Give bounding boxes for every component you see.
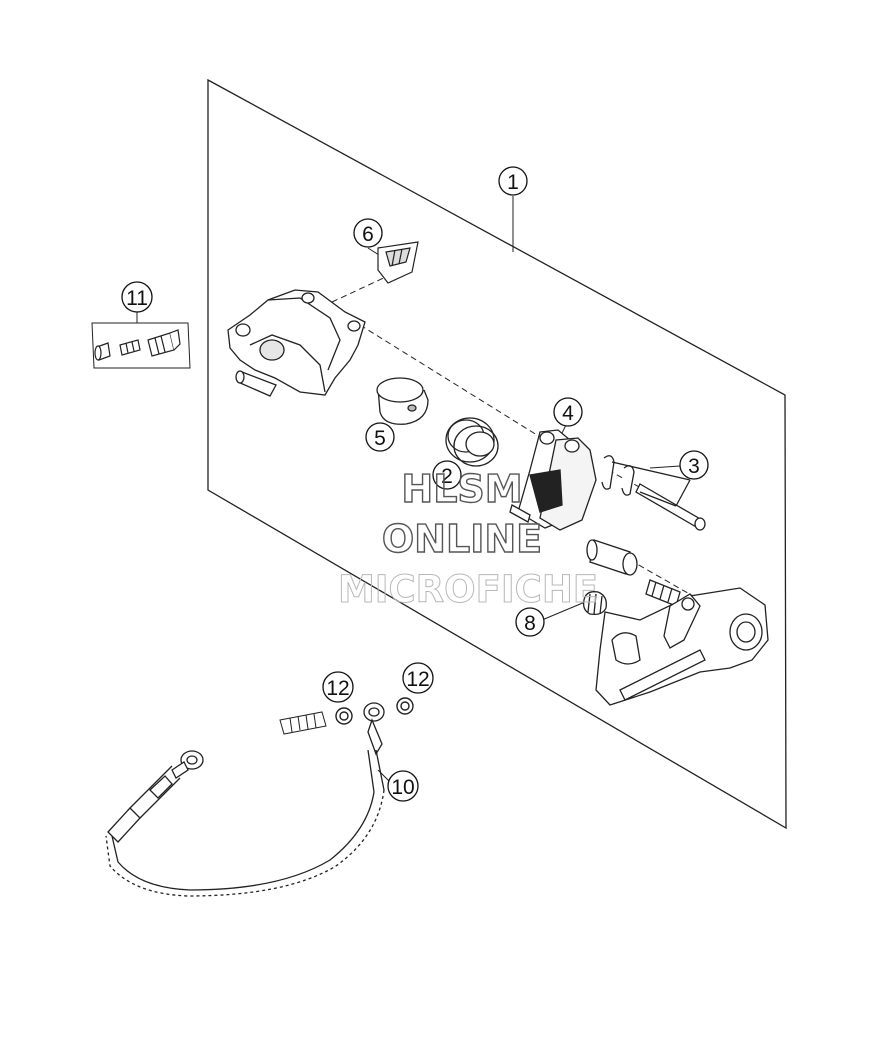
callout-2-label: 2 xyxy=(441,465,453,488)
caliper-bracket xyxy=(595,587,769,706)
piston xyxy=(376,377,429,425)
callout-10-label: 10 xyxy=(391,776,414,799)
caliper-body xyxy=(227,289,366,397)
pad-spring-clip xyxy=(377,241,419,284)
callout-2: 2 xyxy=(432,460,462,490)
watermark-line-1: HLSM xyxy=(401,467,522,511)
watermark: HLSM ONLINE MICROFICHE xyxy=(337,466,598,611)
callout-12-left-label: 12 xyxy=(326,677,349,700)
retaining-pin-and-clips xyxy=(601,455,706,531)
seal-ring xyxy=(445,417,499,467)
bleeder-valve-kit xyxy=(94,329,181,361)
callout-8: 8 xyxy=(515,607,545,637)
callout-6-label: 6 xyxy=(362,223,374,246)
callout-12-right-label: 12 xyxy=(406,668,429,691)
callout-5-label: 5 xyxy=(374,427,386,450)
callout-12-left: 12 xyxy=(322,671,354,703)
assembly-group-panel xyxy=(207,78,787,830)
callout-3: 3 xyxy=(679,450,709,480)
watermark-line-2: ONLINE xyxy=(382,517,542,561)
banjo-bolt xyxy=(279,711,327,735)
callout-4-label: 4 xyxy=(562,402,574,425)
callout-11-label: 11 xyxy=(126,287,148,310)
callout-3-label: 3 xyxy=(688,455,700,478)
sealing-washers xyxy=(335,697,414,725)
guide-pin-and-boot xyxy=(582,539,681,616)
callout-1: 1 xyxy=(498,166,528,196)
callout-11: 11 xyxy=(121,281,153,313)
callout-10: 10 xyxy=(387,770,419,802)
brake-hose xyxy=(105,702,385,897)
callout-6: 6 xyxy=(353,218,383,248)
brake-pads xyxy=(509,429,597,531)
callout-8-label: 8 xyxy=(524,612,536,635)
watermark-line-3: MICROFICHE xyxy=(338,568,598,611)
kit-box-11 xyxy=(91,322,191,369)
callout-1-label: 1 xyxy=(507,171,519,194)
callout-12-right: 12 xyxy=(402,662,434,694)
callout-5: 5 xyxy=(365,422,395,452)
callout-4: 4 xyxy=(553,397,583,427)
